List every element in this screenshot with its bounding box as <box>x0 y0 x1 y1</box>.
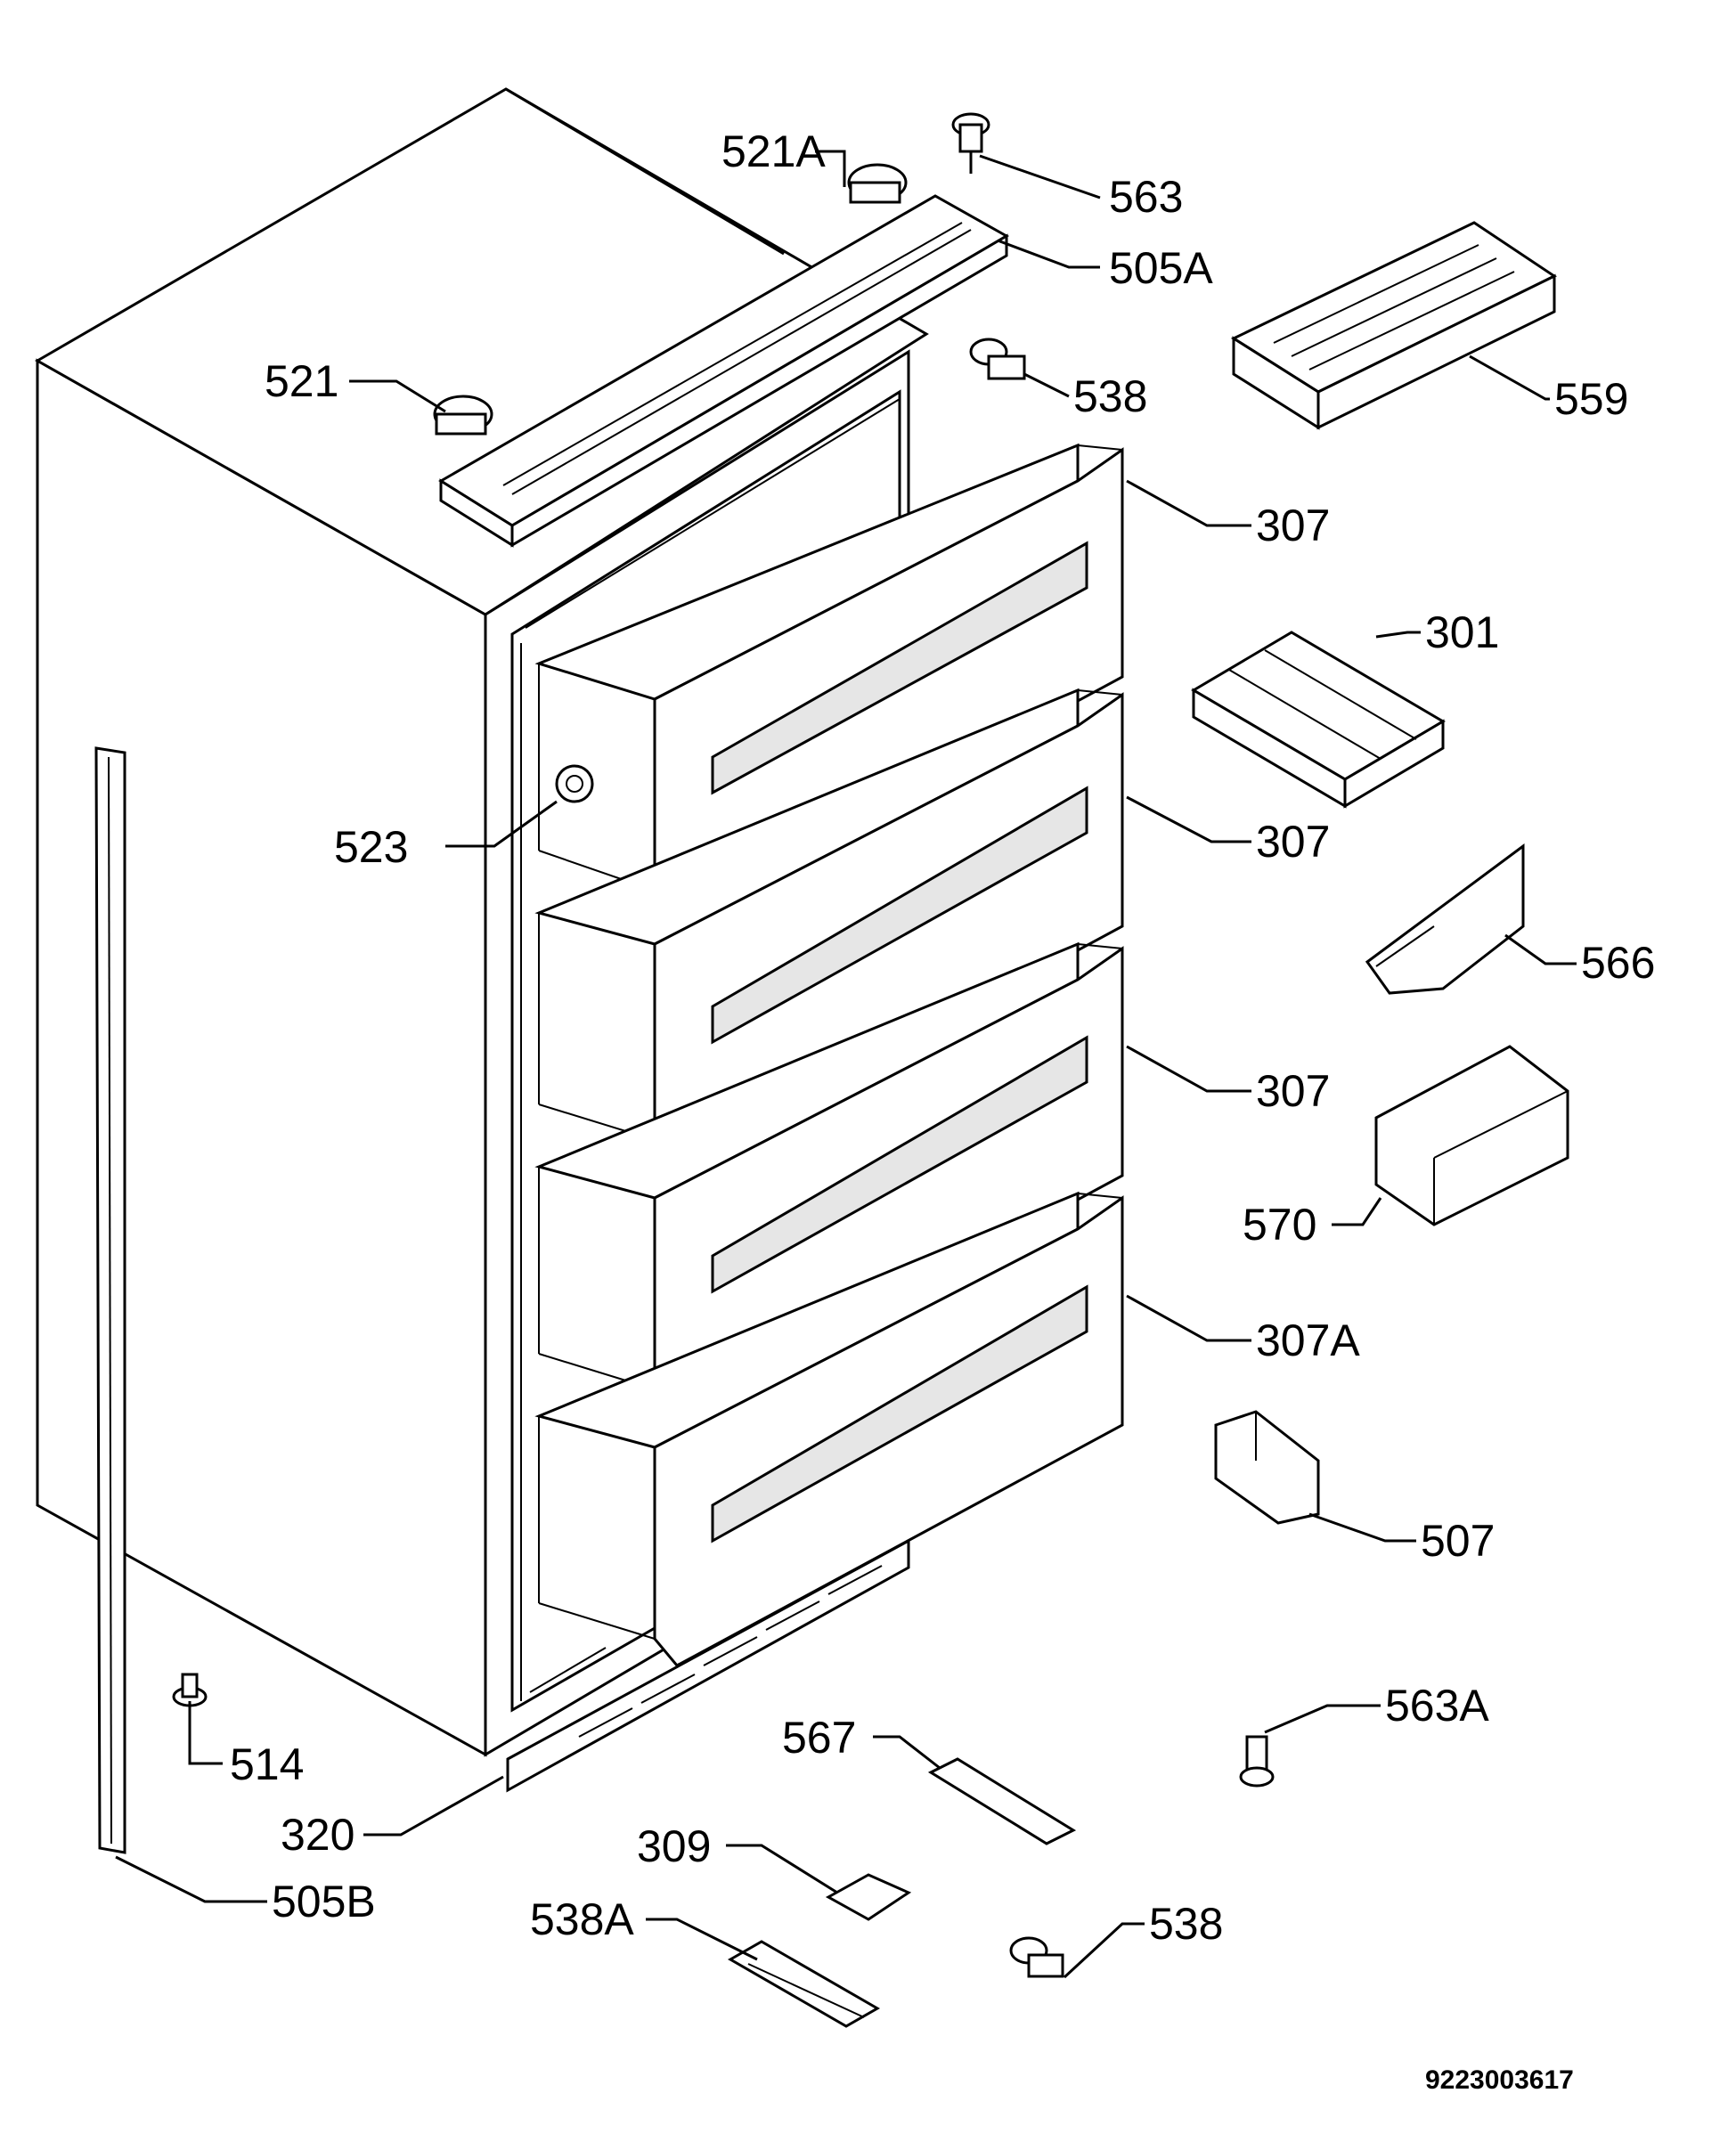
label-538-bottom: 538 <box>1149 1899 1223 1949</box>
label-505B: 505B <box>272 1877 376 1926</box>
part-538-bottom <box>1009 1936 1064 1978</box>
label-514: 514 <box>230 1739 304 1789</box>
part-523-knob <box>555 764 594 803</box>
door-seal-strip <box>94 746 126 1854</box>
label-320: 320 <box>281 1810 355 1860</box>
label-559: 559 <box>1554 374 1628 424</box>
part-567-bracket <box>927 1757 1077 1845</box>
label-523: 523 <box>334 822 408 872</box>
label-505A: 505A <box>1109 243 1213 293</box>
part-566-scraper <box>1365 843 1525 995</box>
drawer-4 <box>534 1191 1124 1667</box>
label-567: 567 <box>782 1713 856 1763</box>
bottom-rail <box>506 1538 910 1793</box>
part-521-cap <box>433 395 493 436</box>
part-309-plate <box>825 1873 912 1921</box>
label-521: 521 <box>265 356 338 406</box>
drawer-3 <box>534 941 1124 1418</box>
cabinet-top-panel <box>34 87 929 616</box>
part-559-lid <box>1230 221 1558 430</box>
label-507: 507 <box>1421 1516 1495 1566</box>
leader-lines <box>115 150 1577 1979</box>
top-hinge-bar <box>438 194 1010 548</box>
label-521A: 521A <box>721 126 826 176</box>
label-307-1: 307 <box>1256 501 1330 550</box>
part-labels: 521A 563 505A 521 538 559 307 301 523 30… <box>230 126 1655 1949</box>
part-570-container <box>1374 1045 1569 1226</box>
part-538A-bracket <box>727 1940 881 2028</box>
drawer-2 <box>534 688 1124 1169</box>
part-521A-cap <box>847 163 908 204</box>
part-507-clip <box>1214 1410 1320 1525</box>
label-566: 566 <box>1581 938 1655 988</box>
label-570: 570 <box>1243 1200 1316 1250</box>
part-563A-screw <box>1239 1735 1275 1788</box>
label-538-top: 538 <box>1073 371 1147 421</box>
part-538-top <box>969 338 1026 380</box>
label-538A: 538A <box>530 1894 634 1944</box>
label-307-3: 307 <box>1256 1066 1330 1116</box>
part-301-ice-tray <box>1191 631 1446 809</box>
label-563: 563 <box>1109 172 1183 222</box>
label-307A: 307A <box>1256 1315 1360 1365</box>
part-514-foot <box>172 1673 208 1707</box>
label-563A: 563A <box>1385 1681 1489 1731</box>
part-563-plug <box>951 112 990 174</box>
label-307-2: 307 <box>1256 817 1330 867</box>
label-301: 301 <box>1425 607 1499 657</box>
document-number: 9223003617 <box>1425 2065 1574 2095</box>
label-309: 309 <box>637 1821 711 1871</box>
